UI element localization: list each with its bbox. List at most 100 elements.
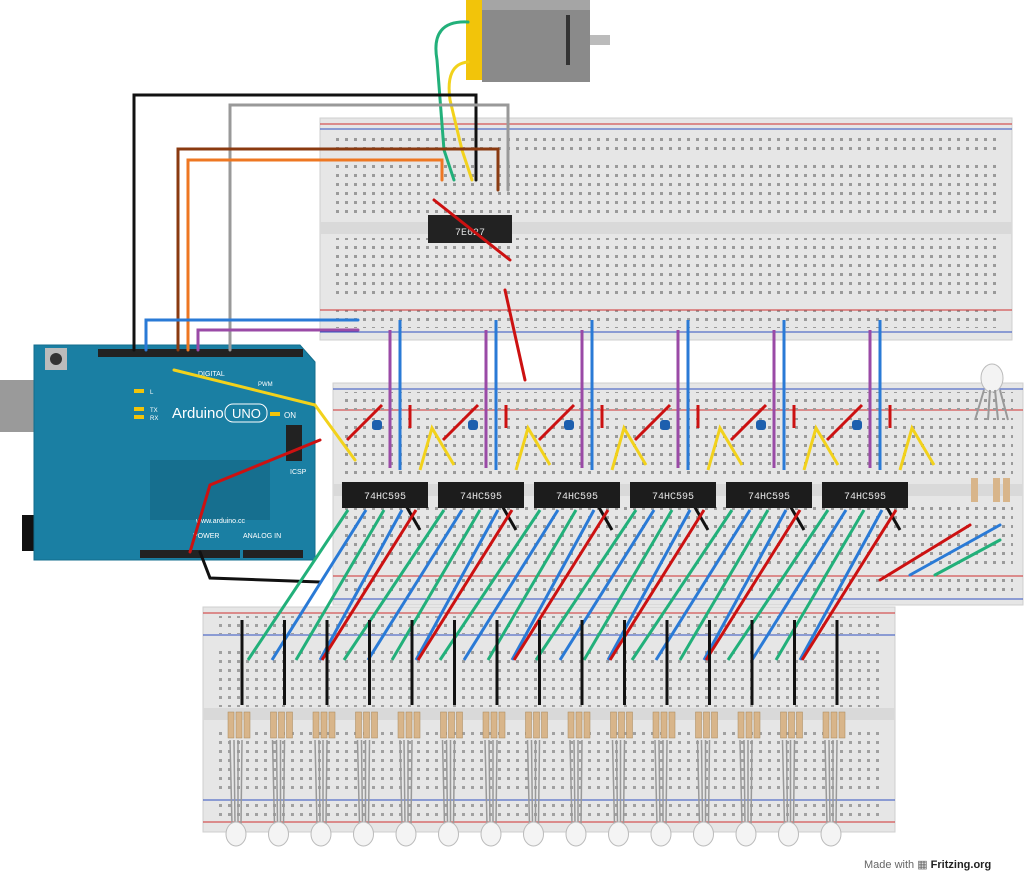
wire-signal bbox=[606, 509, 692, 661]
wire-signal bbox=[678, 509, 770, 661]
resistor bbox=[405, 711, 413, 739]
led bbox=[395, 821, 417, 847]
capacitor bbox=[468, 420, 478, 430]
resistor bbox=[737, 711, 745, 739]
shift-register-chip bbox=[726, 482, 812, 508]
resistor bbox=[413, 711, 421, 739]
capacitor bbox=[564, 420, 574, 430]
wire-signal bbox=[702, 509, 788, 661]
led-lead bbox=[665, 739, 668, 826]
digital-header bbox=[98, 349, 303, 357]
resistor bbox=[498, 711, 506, 739]
wire-red bbox=[345, 403, 384, 442]
resistor bbox=[610, 711, 617, 739]
led bbox=[225, 821, 247, 847]
led bbox=[820, 821, 842, 847]
resistor bbox=[525, 711, 532, 739]
led-lead bbox=[739, 739, 743, 826]
led-lead bbox=[445, 739, 449, 826]
led bbox=[650, 821, 672, 847]
resistor bbox=[838, 711, 846, 739]
on-label: ON bbox=[284, 411, 296, 420]
capacitor bbox=[756, 420, 766, 430]
shift-register-chip bbox=[534, 482, 620, 508]
led-label-l: L bbox=[150, 390, 154, 396]
resistor bbox=[227, 711, 235, 739]
led-lead bbox=[240, 739, 243, 826]
resistor bbox=[567, 711, 575, 739]
resistor bbox=[695, 711, 702, 739]
led-lead bbox=[792, 739, 796, 826]
led-lead bbox=[403, 739, 406, 826]
wire-signal bbox=[654, 509, 752, 661]
led-lead bbox=[658, 739, 661, 826]
wire-signal bbox=[582, 509, 674, 661]
capacitor bbox=[660, 420, 670, 430]
shift-register-label: 74HC595 bbox=[556, 492, 598, 503]
digital-label: DIGITAL bbox=[198, 371, 225, 378]
led-lead bbox=[654, 739, 658, 826]
led-lead bbox=[484, 739, 488, 826]
resistor bbox=[652, 711, 660, 739]
led-row bbox=[225, 739, 842, 847]
resistor bbox=[355, 711, 362, 739]
resistor bbox=[660, 711, 668, 739]
led-lead bbox=[229, 739, 233, 826]
shift-register-label: 74HC595 bbox=[364, 492, 406, 503]
wires bbox=[132, 20, 1002, 584]
led-lead bbox=[828, 739, 831, 826]
wire-signal bbox=[438, 509, 542, 661]
resistor-bank bbox=[227, 620, 846, 739]
power-header bbox=[140, 550, 240, 558]
led-lead bbox=[271, 739, 276, 826]
wire-signal bbox=[414, 509, 500, 661]
led bbox=[565, 821, 587, 847]
resistor bbox=[788, 711, 795, 739]
resistor bbox=[830, 711, 838, 739]
arduino-uno-board: Arduino UNO www.arduino.cc ON ICSP DIGIT… bbox=[0, 344, 316, 561]
led-lead bbox=[824, 739, 828, 826]
rgb-led bbox=[971, 363, 1010, 502]
led bbox=[693, 821, 714, 847]
resistor bbox=[371, 711, 378, 739]
shift-register-label: 74HC595 bbox=[460, 492, 502, 503]
wire-red bbox=[320, 509, 418, 661]
resistor bbox=[448, 711, 455, 739]
icsp-header bbox=[286, 425, 302, 461]
wire-signal bbox=[270, 509, 368, 661]
wire-signal bbox=[390, 509, 482, 661]
led-lead bbox=[700, 739, 704, 826]
resistor bbox=[482, 711, 490, 739]
wire-signal bbox=[486, 509, 578, 661]
wire-signal bbox=[774, 509, 866, 661]
led-label-rx: RX bbox=[150, 416, 158, 422]
shift-register-label: 74HC595 bbox=[844, 492, 886, 503]
driver-ic-label: 7E627 bbox=[455, 228, 485, 239]
wire-yellow bbox=[706, 424, 744, 471]
top-breadboard bbox=[319, 117, 1013, 341]
analog-header bbox=[243, 550, 303, 558]
led-lead bbox=[707, 739, 711, 826]
shift-register-chip bbox=[342, 482, 428, 508]
led-lead bbox=[314, 739, 318, 826]
led bbox=[608, 821, 629, 847]
led-lead bbox=[325, 739, 328, 826]
wire-red bbox=[441, 403, 480, 442]
led-lead bbox=[615, 739, 619, 826]
resistor bbox=[668, 711, 676, 739]
wire-red bbox=[512, 509, 610, 661]
resistor bbox=[363, 711, 370, 739]
fritzing-credit: Made with ▦ Fritzing.org bbox=[864, 858, 991, 871]
led-lead bbox=[530, 739, 534, 826]
wire-signal bbox=[750, 509, 848, 661]
pwm-label: PWM bbox=[258, 382, 273, 388]
wire-yellow bbox=[418, 424, 456, 471]
wire-signal bbox=[726, 509, 830, 661]
wire-signal bbox=[630, 509, 734, 661]
led-lead bbox=[573, 739, 576, 826]
led-lead bbox=[526, 739, 531, 826]
wire-yellow bbox=[898, 424, 936, 471]
resistor bbox=[533, 711, 540, 739]
wire-red bbox=[825, 403, 864, 442]
led-lead bbox=[785, 739, 789, 826]
